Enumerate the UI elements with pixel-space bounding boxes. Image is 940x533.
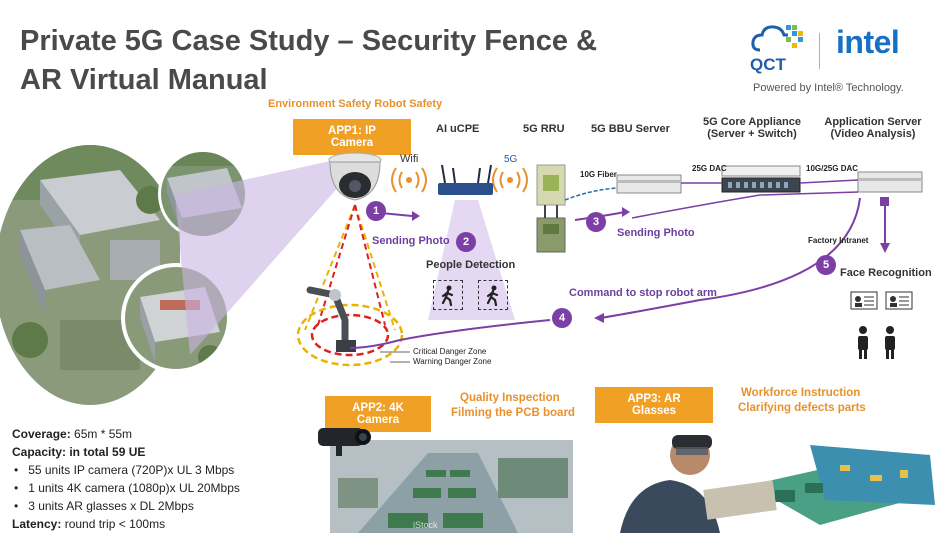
step-4-badge: 4 [552, 308, 572, 328]
intel-logo: intel [836, 24, 900, 60]
step-3-badge: 3 [586, 212, 606, 232]
dac10-25-label: 10G/25G DAC [806, 164, 859, 173]
face-recognition-label: Face Recognition [840, 267, 932, 279]
core-label: 5G Core Appliance(Server + Switch) [702, 116, 801, 140]
people-detection-label: People Detection [426, 259, 516, 271]
app2-line1: Quality Inspection [460, 392, 560, 404]
walking-person-icon [478, 280, 508, 310]
capacity-list: 55 units IP camera (720P)x UL 3 Mbps 1 u… [12, 461, 240, 515]
capacity-info: Coverage: 65m * 55m Capacity: in total 5… [12, 425, 240, 533]
env-safety-label: Environment Safety Robot Safety [268, 98, 443, 110]
sending-photo-label-2: Sending Photo [617, 227, 695, 239]
intranet-label: Factory Intranet [808, 236, 869, 245]
svg-text:iStock: iStock [413, 520, 438, 530]
list-item: 55 units IP camera (720P)x UL 3 Mbps [28, 461, 240, 479]
app-server-label: Application Server(Video Analysis) [824, 116, 922, 140]
app3-line2: Clarifying defects parts [738, 402, 866, 414]
bbu-label: 5G BBU Server [591, 123, 670, 135]
warning-zone-label: Warning Danger Zone [413, 357, 492, 366]
5g-label: 5G [504, 154, 518, 165]
qct-logo: QCT [750, 25, 803, 74]
app3-line1: Workforce Instruction [741, 387, 861, 399]
app2-box: APP2: 4K Camera [325, 396, 431, 432]
command-stop-label: Command to stop robot arm [569, 287, 717, 299]
svg-text:QCT: QCT [750, 55, 787, 74]
walking-person-icon [433, 280, 463, 310]
step-2-badge: 2 [456, 232, 476, 252]
rru-label: 5G RRU [523, 123, 565, 135]
dac25-label: 25G DAC [692, 164, 727, 173]
step-5-badge: 5 [816, 255, 836, 275]
latency-line: Latency: round trip < 100ms [12, 517, 166, 531]
list-item: 1 units 4K camera (1080p)x UL 20Mbps [28, 479, 240, 497]
coverage-line: Coverage: 65m * 55m [12, 427, 133, 441]
critical-zone-label: Critical Danger Zone [413, 347, 487, 356]
fiber-label: 10G Fiber [580, 170, 617, 179]
powered-by-text: Powered by Intel® Technology. [753, 82, 904, 94]
logo-divider [819, 33, 820, 69]
step-1-badge: 1 [366, 201, 386, 221]
app2-line2: Filming the PCB board [451, 407, 575, 419]
pcb-line-photo: iStock [318, 428, 573, 533]
ar-glasses-worker-photo [610, 425, 940, 533]
page-title: Private 5G Case Study – Security Fence &… [20, 25, 598, 96]
sending-photo-label-1: Sending Photo [372, 235, 450, 247]
wifi-label: Wifi [400, 153, 419, 165]
app1-box: APP1: IP Camera [293, 119, 411, 155]
capacity-line: Capacity: in total 59 UE [12, 445, 146, 459]
camera-beam [175, 160, 340, 355]
ai-ucpe-label: AI uCPE [436, 123, 480, 135]
campus-aerial-photo [0, 145, 180, 405]
list-item: 3 units AR glasses x DL 2Mbps [28, 497, 240, 515]
app3-box: APP3: AR Glasses [595, 387, 713, 423]
